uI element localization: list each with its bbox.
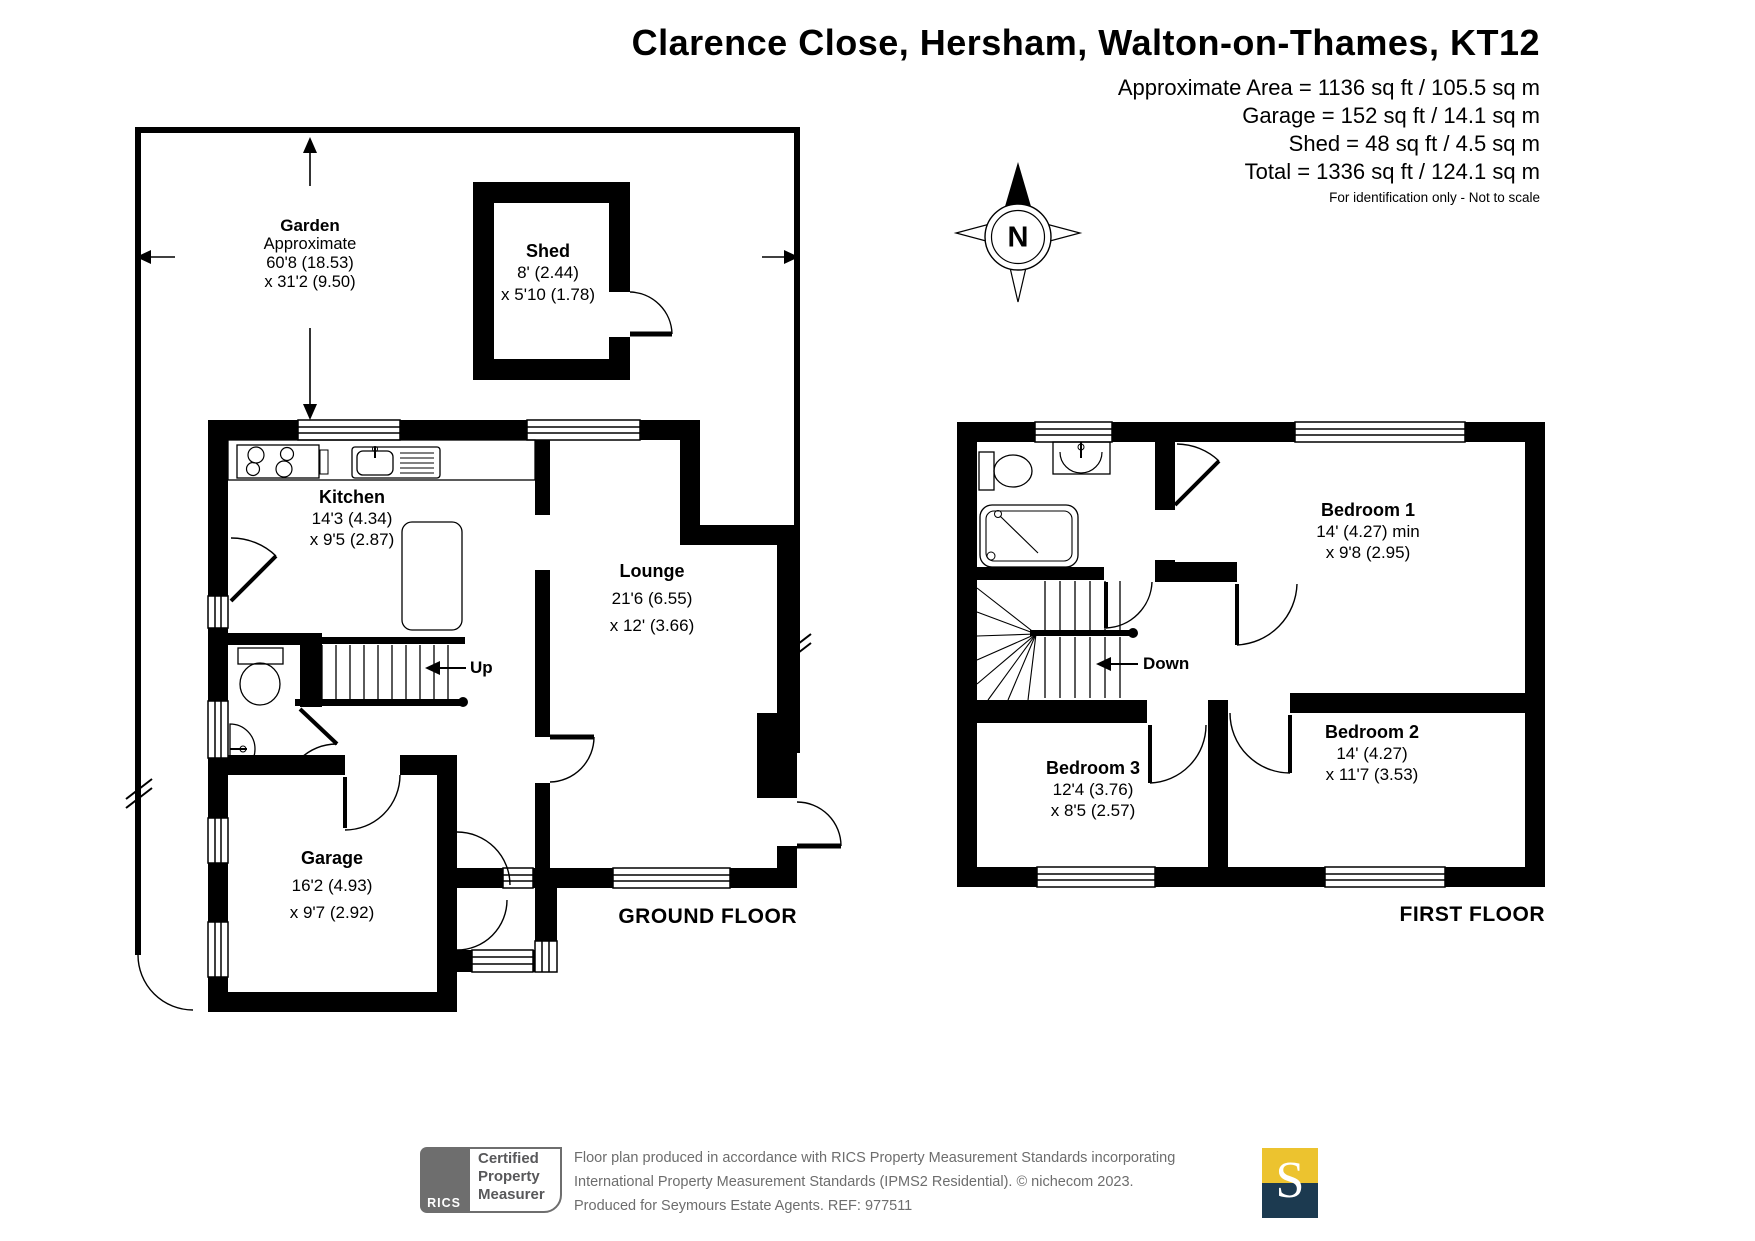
chimney-breast: [757, 713, 777, 798]
bedroom3-label: Bedroom 3 12'4 (3.76) x 8'5 (2.57): [1045, 758, 1141, 820]
footer-disclaimer: Floor plan produced in accordance with R…: [574, 1146, 1175, 1218]
bathroom-sink: [1052, 441, 1111, 475]
toilet-cistern-ff: [978, 451, 995, 491]
shed-door-arc: [629, 291, 673, 335]
area-line-total-house: Approximate Area = 1136 sq ft / 105.5 sq…: [1117, 75, 1540, 100]
bedroom1-door-arc: [1236, 583, 1298, 646]
first-floor-title: FIRST FLOOR: [1399, 903, 1545, 926]
area-summary: Approximate Area = 1136 sq ft / 105.5 sq…: [1118, 74, 1540, 186]
window-bedroom1: [1294, 421, 1466, 443]
porch-door-arc: [456, 899, 508, 951]
area-line-garage: Garage = 152 sq ft / 14.1 sq m: [1242, 103, 1540, 128]
toilet-cistern: [237, 647, 284, 665]
page-title: Clarence Close, Hersham, Walton-on-Thame…: [631, 22, 1540, 63]
garden-dimension-arrows: [136, 137, 799, 420]
bedroom3-door-arc: [1149, 724, 1207, 784]
disclaimer: For identification only - Not to scale: [1329, 190, 1540, 205]
footer-line-2: International Property Measurement Stand…: [574, 1174, 1134, 1190]
toilet-bowl-ff: [993, 454, 1033, 488]
window-bedroom2: [1324, 866, 1446, 888]
wc-basin: [229, 723, 256, 775]
kitchen-door-arc: [230, 537, 277, 557]
shed-label: Shed 8' (2.44) x 5'10 (1.78): [501, 241, 595, 304]
window-kitchen-top: [297, 419, 401, 441]
bedroom2-label: Bedroom 2 14' (4.27) x 11'7 (3.53): [1324, 722, 1420, 784]
lounge-door-arc: [549, 736, 595, 783]
kitchen-fixtures: [227, 439, 536, 631]
seymours-logo-bottom: [1262, 1183, 1318, 1218]
first-floor-windows: [1034, 421, 1466, 888]
bedroom1-label: Bedroom 1 14' (4.27) min x 9'8 (2.95): [1316, 500, 1420, 562]
window-porch-front: [471, 949, 534, 973]
bathroom-fixtures: [978, 441, 1111, 568]
window-left-2: [207, 700, 229, 759]
ground-floor-stairs: [321, 645, 466, 699]
compass-label: N: [1007, 221, 1029, 254]
compass: [953, 162, 1083, 303]
window-porch-side: [534, 940, 558, 973]
fence-break-left: [125, 778, 153, 809]
hall-door-arc: [456, 831, 511, 886]
window-garage-2: [207, 921, 229, 978]
lounge-label: Lounge 21'6 (6.55) x 12' (3.66): [609, 561, 695, 635]
window-bedroom3: [1036, 866, 1156, 888]
ground-floor-title: GROUND FLOOR: [618, 905, 797, 928]
window-lounge-top: [526, 419, 641, 441]
seymours-logo-letter: S: [1275, 1152, 1305, 1209]
bedroom2-door-arc: [1229, 712, 1291, 774]
garage-label: Garage 16'2 (4.93) x 9'7 (2.92): [289, 848, 375, 922]
ground-floor-windows: [207, 419, 797, 978]
first-floor-doors: [1104, 443, 1298, 784]
front-door-opening: [777, 798, 797, 846]
up-label: Up: [470, 658, 493, 677]
kitchen-label: Kitchen 14'3 (4.34) x 9'5 (2.87): [309, 487, 395, 549]
window-bathroom: [1034, 421, 1113, 443]
ground-floor-doors: [229, 537, 842, 951]
garden-gate-arc: [137, 954, 194, 1011]
garage-door-arc: [344, 774, 401, 831]
certified-property-measurer-badge: Certified Property Measurer: [468, 1147, 562, 1213]
hob: [236, 444, 320, 479]
bathroom-door-arc: [1105, 581, 1153, 629]
seymours-logo-top: [1262, 1148, 1318, 1183]
shed-structure: [473, 182, 673, 380]
garden-boundary: [125, 127, 812, 1011]
area-line-shed: Shed = 48 sq ft / 4.5 sq m: [1288, 131, 1540, 156]
bath: [979, 504, 1079, 568]
up-arrow: [425, 661, 440, 675]
down-label: Down: [1143, 654, 1190, 673]
stair-winders: [976, 587, 1037, 701]
seymours-logo: S: [1262, 1148, 1318, 1218]
garden-label: Garden Approximate 60'8 (18.53) x 31'2 (…: [263, 216, 357, 291]
first-floor-stairs: [976, 581, 1138, 701]
wc-door-arc: [299, 743, 338, 760]
cupboard-door-arc: [1176, 443, 1220, 462]
window-front-small: [502, 867, 534, 889]
rics-logo-text: RICS: [427, 1196, 461, 1210]
footer-line-3: Produced for Seymours Estate Agents. REF…: [574, 1198, 913, 1214]
area-line-total: Total = 1336 sq ft / 124.1 sq m: [1244, 159, 1540, 184]
kitchen-sink: [351, 446, 441, 479]
front-door-arc: [796, 801, 842, 847]
window-garage-1: [207, 817, 229, 864]
rics-logo: RICS: [420, 1147, 468, 1213]
window-lounge-front: [612, 867, 731, 889]
toilet-bowl: [239, 662, 281, 706]
down-arrow: [1096, 657, 1111, 671]
wc-fixtures: [229, 647, 284, 775]
kitchen-peninsula: [401, 521, 463, 631]
window-left-1: [207, 595, 229, 629]
footer-line-1: Floor plan produced in accordance with R…: [574, 1150, 1176, 1166]
